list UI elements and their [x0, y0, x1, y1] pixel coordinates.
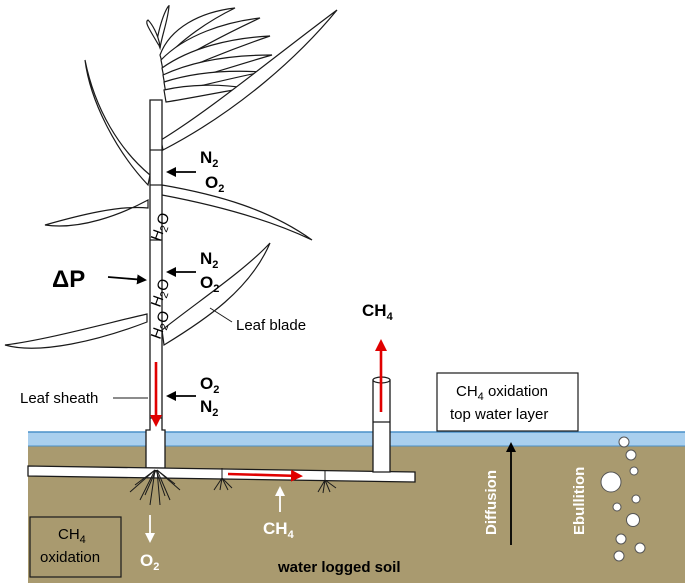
ch4-oxidation-soil-line2: oxidation	[40, 549, 100, 566]
gas-label-n2-mid: N2	[200, 249, 218, 271]
ch4-oxidation-top-line2: top water layer	[450, 406, 548, 423]
leaves	[4, 9, 338, 349]
svg-text:H2O: H2O	[148, 309, 176, 342]
o2-root-release-label: O2	[140, 551, 159, 573]
soil-label: water logged soil	[277, 559, 401, 576]
ebullition-label: Ebullition	[571, 467, 588, 535]
svg-text:H2O: H2O	[148, 211, 176, 244]
h2o-label-1: H2O	[148, 211, 176, 244]
ch4-oxidation-soil-box	[29, 516, 122, 578]
h2o-label-3: H2O	[148, 309, 176, 342]
leaf-blade-label: Leaf blade	[236, 317, 306, 334]
root-tuft-main	[129, 469, 181, 506]
gas-label-o2-low: O2	[200, 374, 219, 396]
root-tuft-small-1	[213, 477, 233, 491]
leaf-sheath-label: Leaf sheath	[20, 390, 98, 407]
ch4-flux-arrow-rhizome	[227, 469, 303, 482]
h2o-label-2: H2O	[148, 277, 176, 310]
svg-text:H2O: H2O	[148, 277, 176, 310]
gas-label-o2-mid: O2	[200, 273, 219, 295]
ch4-oxidation-soil-line1: CH4	[58, 526, 86, 546]
delta-p-arrow	[107, 274, 147, 285]
ch4-oxidation-top-box	[436, 372, 579, 432]
ch4-oxidation-top-line1: CH4 oxidation	[456, 383, 548, 403]
leaf-blade-leader	[209, 307, 233, 323]
ch4-emission-label: CH4	[362, 301, 394, 323]
panicle	[146, 5, 273, 103]
water-layer	[28, 432, 685, 446]
gas-label-n2-top: N2	[200, 148, 218, 170]
ch4-uptake-label: CH4	[263, 519, 295, 541]
root-tuft-small-2	[317, 479, 337, 494]
delta-p-label: ΔP	[52, 266, 85, 293]
ebullition-bubbles	[600, 436, 646, 562]
diffusion-label: Diffusion	[483, 470, 500, 535]
gas-label-n2-low: N2	[200, 397, 218, 419]
gas-label-o2-top: O2	[205, 173, 224, 195]
